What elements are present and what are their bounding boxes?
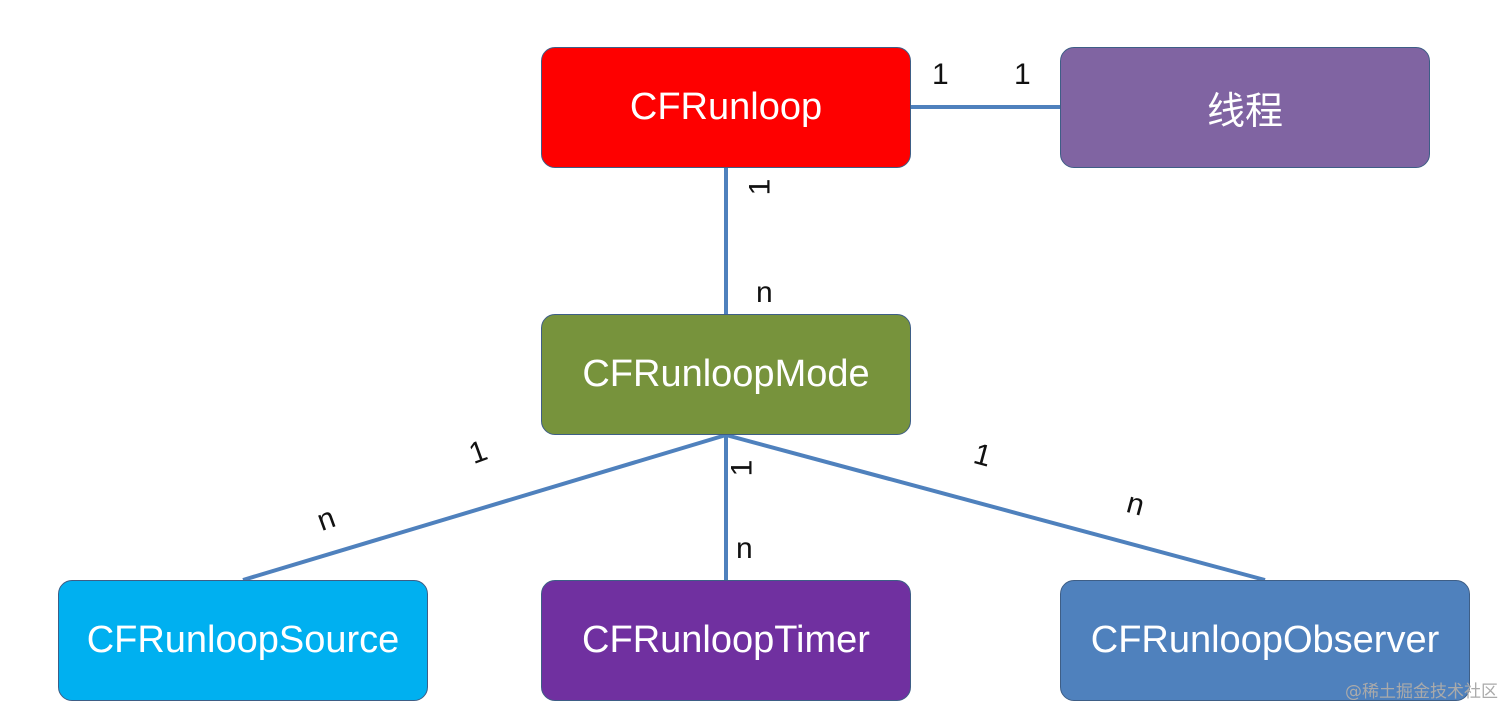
node-cfrunloopobserver: CFRunloopObserver	[1060, 580, 1470, 701]
node-cfrunloop: CFRunloop	[541, 47, 911, 168]
multiplicity-mode-timer-from: 1	[725, 459, 759, 477]
node-thread: 线程	[1060, 47, 1430, 168]
node-label: CFRunloopSource	[86, 619, 400, 661]
multiplicity-runloop-mode-from: 1	[743, 178, 777, 196]
edge-mode-observer	[725, 433, 1266, 582]
edge-mode-source	[242, 433, 727, 582]
node-cfrunlooptimer: CFRunloopTimer	[541, 580, 911, 701]
node-label: 线程	[1206, 89, 1283, 133]
node-cfrunloopsource: CFRunloopSource	[58, 580, 428, 701]
multiplicity-runloop-mode-to: n	[756, 276, 773, 309]
node-label: CFRunloopTimer	[582, 619, 870, 661]
node-cfrunloopmode: CFRunloopMode	[541, 314, 911, 435]
node-label: CFRunloopObserver	[1090, 619, 1440, 661]
watermark: @稀土掘金技术社区	[1345, 682, 1498, 702]
multiplicity-runloop-thread-to: 1	[1014, 58, 1031, 91]
node-label: CFRunloopMode	[582, 353, 870, 395]
node-label: CFRunloop	[629, 86, 823, 128]
multiplicity-mode-timer-to: n	[736, 532, 753, 565]
multiplicity-runloop-thread-from: 1	[932, 58, 949, 91]
